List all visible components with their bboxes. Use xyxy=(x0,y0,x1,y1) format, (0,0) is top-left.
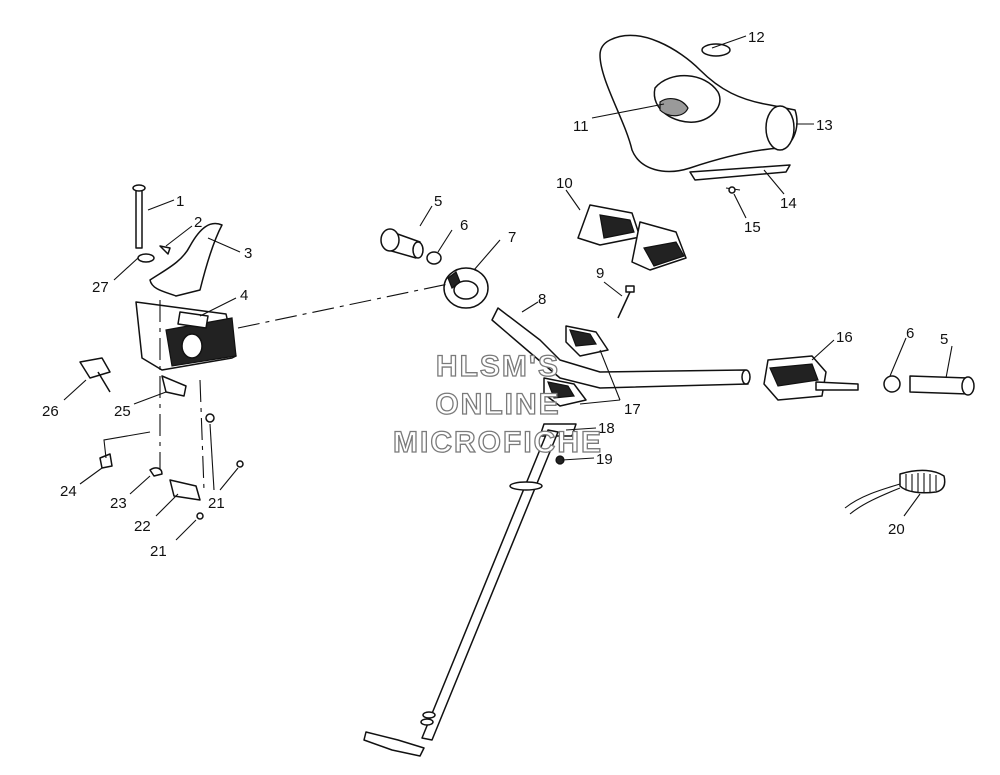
callout-1: 1 xyxy=(176,193,184,210)
watermark-line-1: HLSM'S xyxy=(436,350,560,383)
callout-4: 4 xyxy=(240,287,248,304)
leader-lines xyxy=(63,35,953,541)
alignment-line xyxy=(237,283,449,329)
left-control-assembly xyxy=(79,184,244,520)
watermark: HLSM'S ONLINE MICROFICHE xyxy=(392,349,603,459)
left-grip xyxy=(380,228,442,265)
throttle-control xyxy=(763,355,975,401)
callout-21-lower: 21 xyxy=(150,543,167,560)
callout-5-right: 5 xyxy=(940,331,948,348)
watermark-line-3: MICROFICHE xyxy=(393,426,603,459)
callout-7: 7 xyxy=(508,229,516,246)
callout-13: 13 xyxy=(816,117,833,134)
watermark-line-2: ONLINE xyxy=(435,388,560,421)
bracket xyxy=(443,267,489,309)
callout-22: 22 xyxy=(134,518,151,535)
bolt-9 xyxy=(617,285,635,319)
clamps xyxy=(543,325,609,407)
callout-12: 12 xyxy=(748,29,765,46)
callout-25: 25 xyxy=(114,403,131,420)
handlebar xyxy=(491,307,751,389)
switch-housing xyxy=(577,204,687,271)
callout-16: 16 xyxy=(836,329,853,346)
callout-9: 9 xyxy=(596,265,604,282)
callout-15: 15 xyxy=(744,219,761,236)
callout-6: 6 xyxy=(460,217,468,234)
callout-6-right: 6 xyxy=(906,325,914,342)
callout-10: 10 xyxy=(556,175,573,192)
callout-19: 19 xyxy=(596,451,613,468)
callout-24: 24 xyxy=(60,483,77,500)
heater-wire xyxy=(844,469,946,515)
callout-26: 26 xyxy=(42,403,59,420)
callout-3: 3 xyxy=(244,245,252,262)
callout-27: 27 xyxy=(92,279,109,296)
callout-18: 18 xyxy=(598,420,615,437)
callout-2: 2 xyxy=(194,214,202,231)
callout-17: 17 xyxy=(624,401,641,418)
steering-post xyxy=(363,423,577,757)
callout-labels: 1 2 3 4 5 6 7 8 9 10 11 12 13 14 15 16 6… xyxy=(42,29,948,560)
callout-21-upper: 21 xyxy=(208,495,225,512)
handlebar-pad xyxy=(599,34,798,194)
callout-8: 8 xyxy=(538,291,546,308)
callout-5: 5 xyxy=(434,193,442,210)
callout-11: 11 xyxy=(573,118,589,135)
callout-23: 23 xyxy=(110,495,127,512)
callout-14: 14 xyxy=(780,195,797,212)
callout-20: 20 xyxy=(888,521,905,538)
